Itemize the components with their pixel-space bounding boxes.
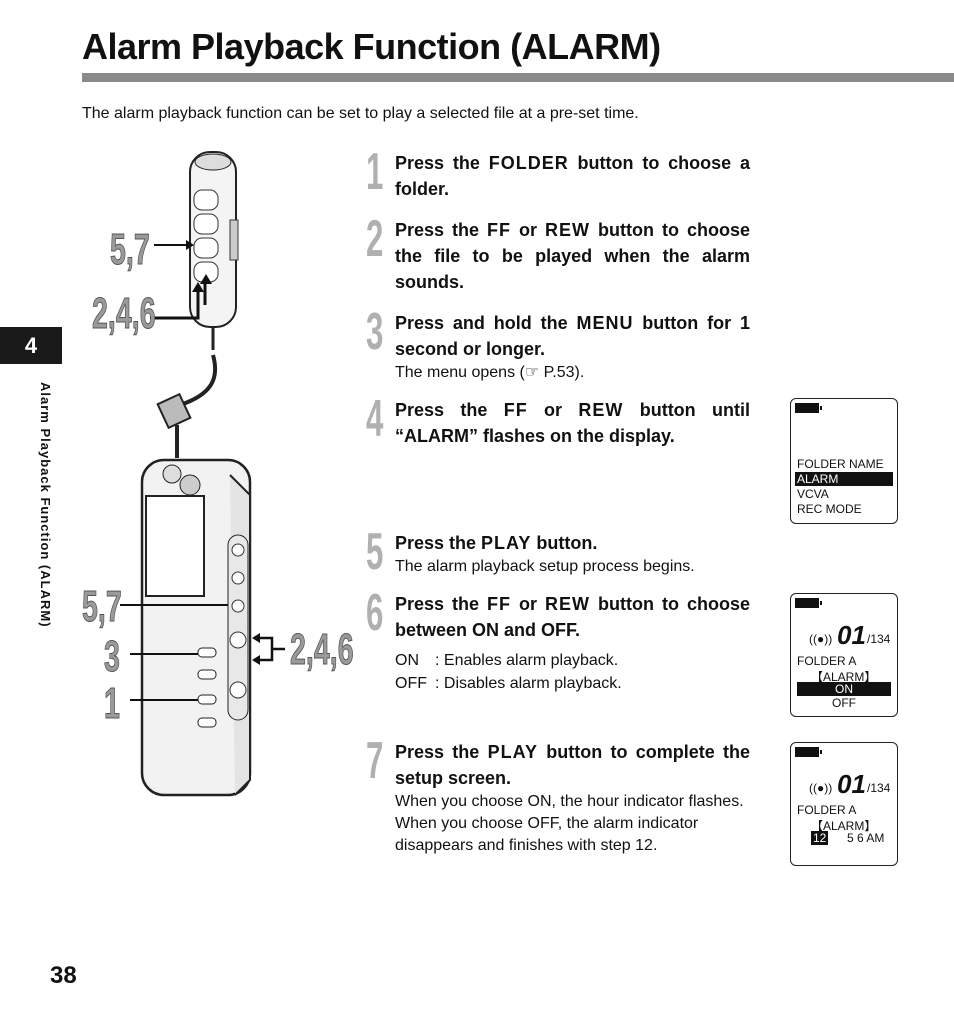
callout-top-57: 5,7 (110, 225, 150, 274)
alarm-sound-icon: ((●)) (809, 632, 833, 646)
battery-icon (795, 598, 822, 608)
recorder-illustration (120, 151, 285, 797)
step-4: 4 Press the FF or REW button until “ALAR… (366, 390, 750, 448)
step-7: 7 Press the PLAY button to complete the … (366, 732, 751, 854)
lcd-alarm-onoff: ((●)) 01 /134 FOLDER A 【ALARM】 ON OFF (790, 593, 898, 717)
title-rule (82, 73, 954, 82)
page-title: Alarm Playback Function (ALARM) (82, 26, 661, 67)
side-label: Alarm Playback Function (ALARM) (38, 382, 53, 628)
page-number: 38 (50, 962, 77, 989)
step-6: 6 Press the FF or REW button to choose b… (366, 584, 751, 692)
step-3: 3 Press and hold the MENU button for 1 s… (366, 303, 750, 381)
battery-icon (795, 403, 822, 413)
intro-text: The alarm playback function can be set t… (82, 105, 639, 122)
step-2: 2 Press the FF or REW button to choose t… (366, 210, 751, 292)
step-5: 5 Press the PLAY button. The alarm playb… (366, 523, 695, 581)
battery-icon (795, 747, 822, 757)
lcd-menu: FOLDER NAME ALARM VCVA REC MODE (790, 398, 898, 524)
callout-bot-246: 2,4,6 (290, 625, 354, 674)
callout-top-246: 2,4,6 (92, 289, 156, 338)
chapter-tab: 4 (0, 327, 62, 364)
callout-bot-1: 1 (104, 679, 121, 728)
callout-bot-57: 5,7 (82, 582, 122, 631)
alarm-sound-icon: ((●)) (809, 781, 833, 795)
lcd-alarm-time: ((●)) 01 /134 FOLDER A 【ALARM】 12 5 6 AM (790, 742, 898, 866)
step-1: 1 Press the FOLDER button to choose a fo… (366, 143, 750, 201)
callout-bot-3: 3 (104, 632, 121, 681)
